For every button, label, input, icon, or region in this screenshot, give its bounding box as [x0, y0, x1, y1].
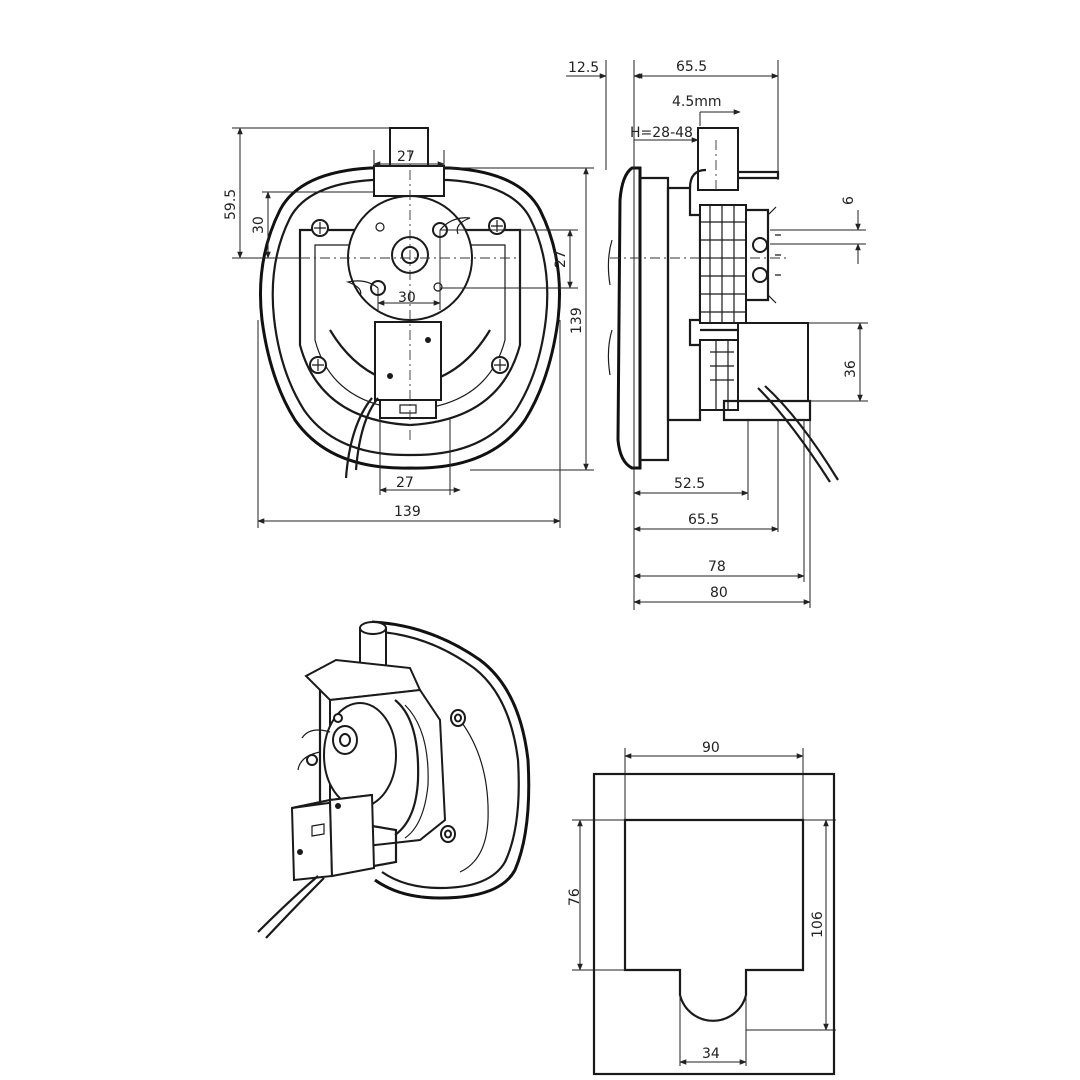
side-bracket	[746, 208, 770, 302]
iso-screws	[440, 709, 466, 843]
dim-cutout-notch-34: 34	[702, 1046, 720, 1062]
dim-front-height-59-5: 59.5	[223, 189, 239, 220]
cutout-view	[592, 772, 836, 1076]
front-view	[259, 127, 561, 479]
side-body	[666, 186, 702, 422]
dim-side-offset-12-5: 12.5	[568, 60, 599, 76]
side-flange	[616, 166, 642, 470]
side-solenoid	[737, 322, 809, 402]
dim-front-height-30: 30	[251, 216, 267, 234]
iso-wires	[257, 875, 325, 939]
front-solenoid-slot	[399, 404, 417, 414]
dim-cutout-height-106: 106	[810, 911, 826, 938]
dim-side-top-65-5: 65.5	[676, 59, 707, 75]
dim-side-depth-78: 78	[708, 559, 726, 575]
front-cam-hole-bottom	[433, 282, 443, 292]
front-screws	[309, 217, 509, 374]
front-wires	[344, 397, 379, 479]
cutout-panel	[592, 772, 836, 1076]
dim-front-cam-30: 30	[398, 290, 416, 306]
dim-side-handle-h: H=28-48	[630, 125, 693, 141]
front-solenoid	[374, 321, 442, 401]
iso-solenoid-side	[328, 793, 376, 878]
front-dimensions: 27 59.5 30 30 27 139 27 139	[223, 127, 594, 528]
side-dimensions: 12.5 65.5 4.5mm H=28-48 6 36 52.5 65.5 7…	[566, 59, 868, 610]
cutout-dimensions: 90 76 106 34	[567, 740, 836, 1066]
front-spring-clip-right	[439, 217, 471, 235]
dim-front-height-139: 139	[569, 307, 585, 334]
dim-cutout-width-90: 90	[702, 740, 720, 756]
front-cam-hole-top	[375, 222, 385, 232]
side-view	[607, 127, 839, 483]
iso-shell-outer	[371, 620, 531, 900]
front-spring-clip-left	[345, 280, 379, 297]
side-gear-block	[699, 204, 747, 324]
dim-side-depth-52-5: 52.5	[674, 476, 705, 492]
dim-front-bottom-27: 27	[396, 475, 414, 491]
cutout-hole	[623, 818, 805, 1022]
side-latch-post	[697, 127, 739, 191]
iso-bracket	[304, 658, 422, 702]
front-tab	[373, 165, 445, 197]
front-solenoid-base	[379, 399, 437, 419]
isometric-view	[257, 620, 531, 939]
dim-side-stroke-4-5: 4.5mm	[672, 94, 722, 110]
dim-side-gap-6: 6	[841, 196, 857, 205]
iso-solenoid-front	[290, 798, 334, 882]
dim-side-depth-80: 80	[710, 585, 728, 601]
dim-front-cam-27: 27	[553, 250, 569, 268]
front-housing-inner	[271, 178, 549, 457]
iso-shell-inner	[379, 630, 520, 890]
dim-side-solenoid-36: 36	[843, 360, 859, 378]
dim-side-depth-65-5: 65.5	[688, 512, 719, 528]
dim-front-tab-width: 27	[397, 149, 415, 165]
side-wires	[757, 385, 839, 483]
dim-front-width-139: 139	[394, 504, 421, 520]
dim-cutout-height-76: 76	[567, 888, 583, 906]
side-latch-hook	[738, 170, 780, 180]
